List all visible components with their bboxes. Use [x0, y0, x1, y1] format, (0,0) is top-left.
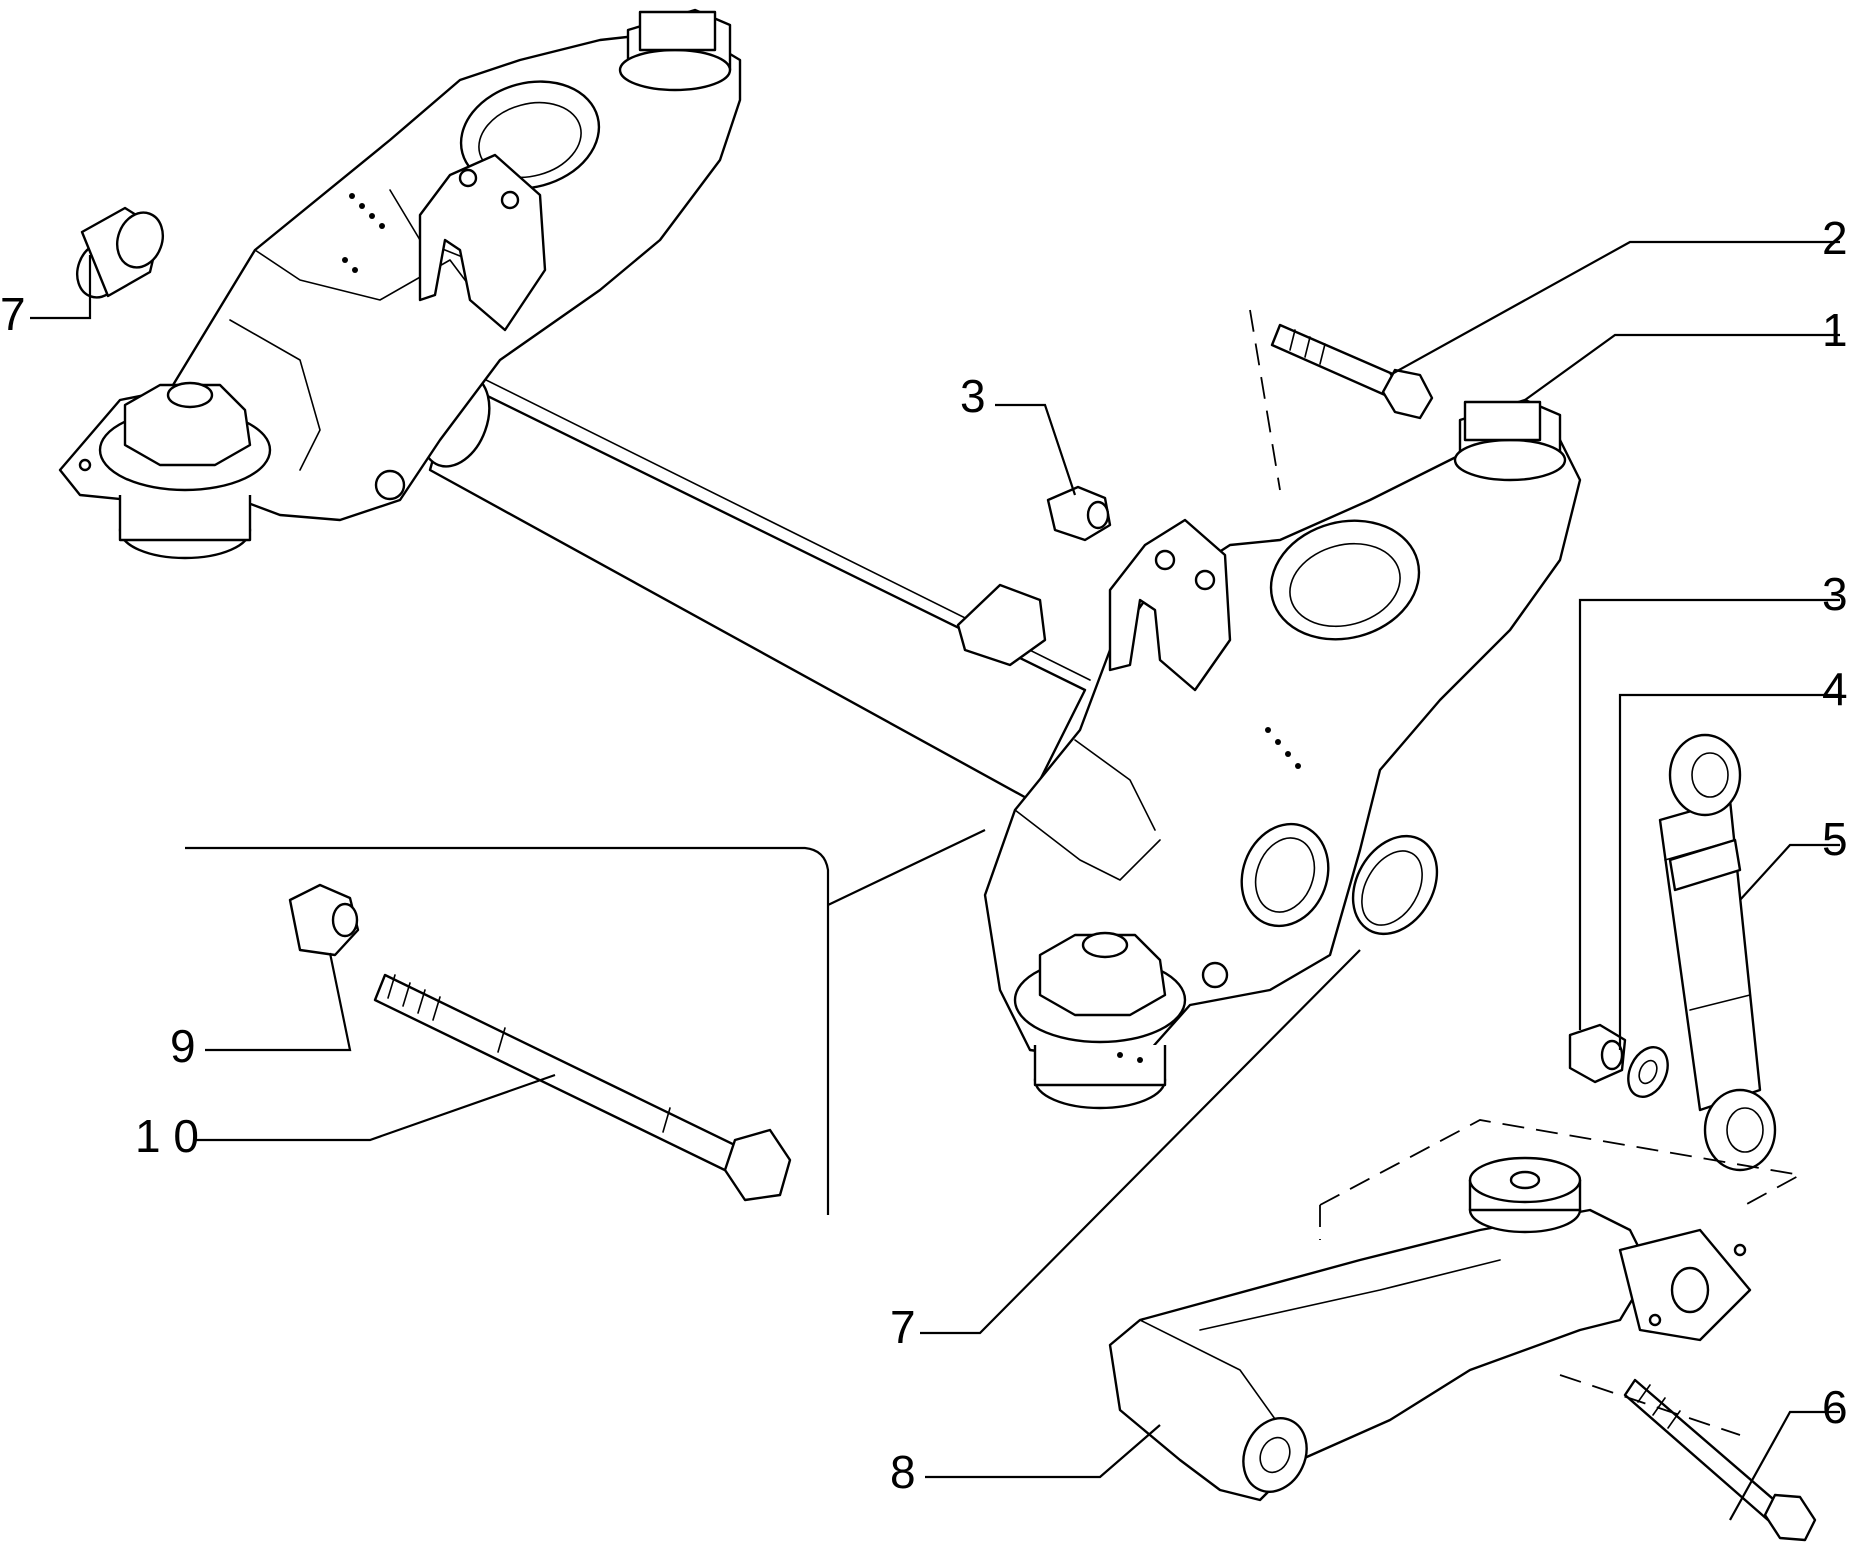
leader-lines: [30, 240, 1840, 1521]
callout-3-right: 3: [1822, 568, 1848, 620]
callout-5: 5: [1822, 813, 1848, 865]
through-bolt: [373, 973, 792, 1202]
washer: [1627, 1046, 1669, 1098]
suspension-arm: [1108, 1156, 1752, 1502]
left-subframe-bracket: [58, 8, 742, 560]
callout-10: 1 0: [135, 1110, 199, 1162]
callout-7-left: 7: [0, 288, 26, 340]
callout-7-bottom: 7: [890, 1301, 916, 1353]
nut-left: [288, 883, 360, 957]
bolt-lower: [1623, 1378, 1817, 1542]
dashed-guide-arm: [1319, 1119, 1803, 1436]
callout-4: 4: [1822, 663, 1848, 715]
nut-right: [1568, 1023, 1627, 1084]
callout-6: 6: [1822, 1381, 1848, 1433]
bolt-upper: [1270, 323, 1434, 420]
assembly-bracket-line: [185, 829, 986, 1215]
shock-absorber: [1658, 733, 1777, 1172]
small-bracket: [956, 583, 1047, 667]
callout-1: 1: [1822, 304, 1848, 356]
right-subframe-bracket: [983, 398, 1582, 1110]
callout-9: 9: [170, 1020, 196, 1072]
bushing-ring: [1351, 834, 1439, 936]
callout-3-upper: 3: [960, 370, 986, 422]
callout-2: 2: [1822, 212, 1848, 264]
cross-tube: [419, 371, 1091, 802]
nut-upper: [1046, 485, 1112, 542]
bushing-top-left: [76, 206, 164, 299]
callout-8: 8: [890, 1446, 916, 1498]
dashed-guide-bolt: [1249, 309, 1281, 491]
